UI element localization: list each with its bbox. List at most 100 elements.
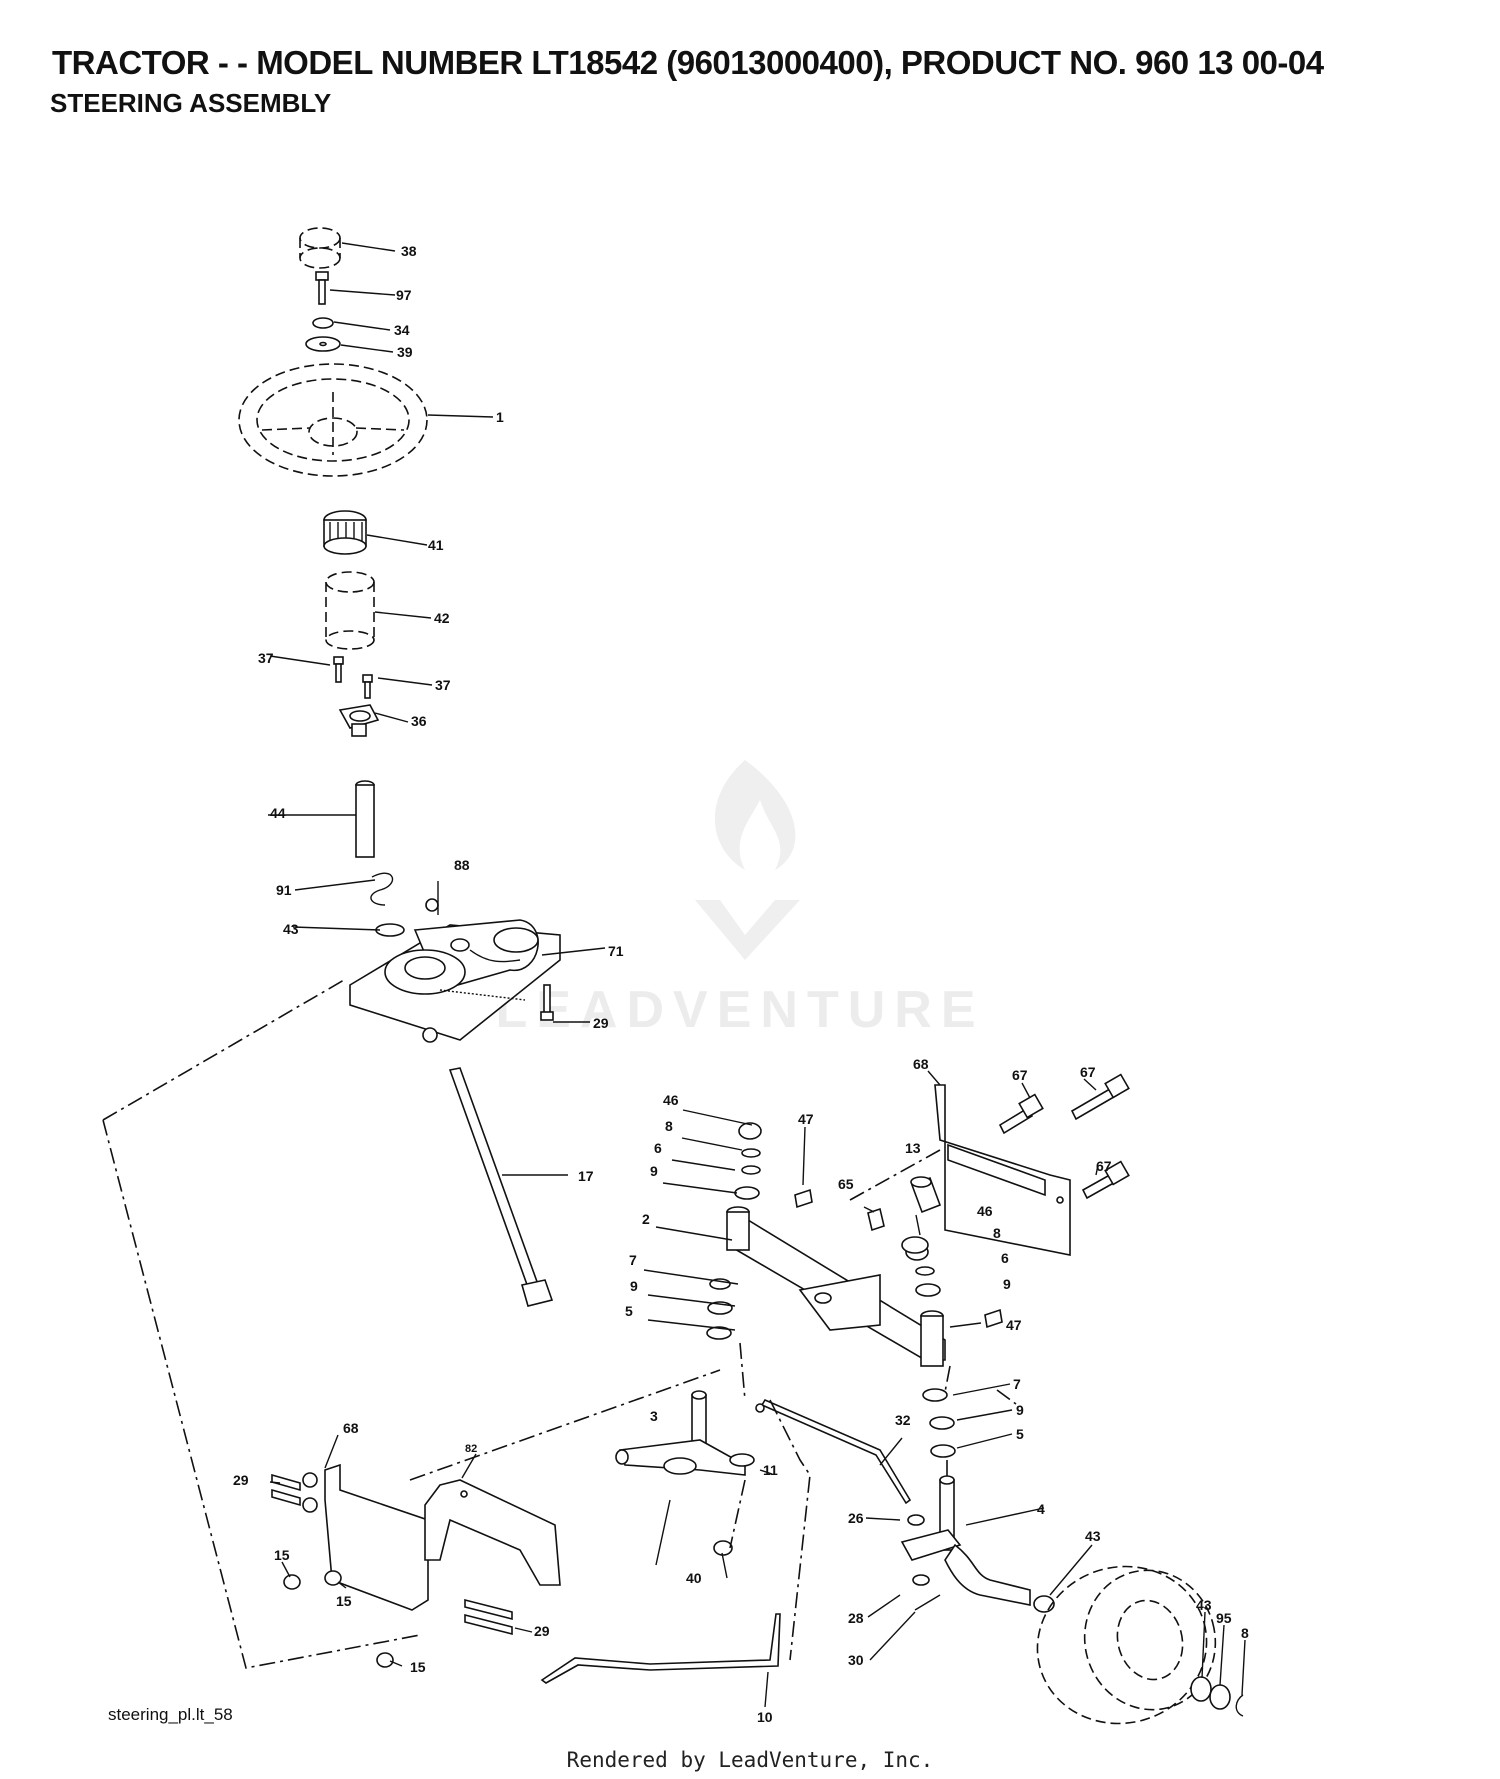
callout-11: 11: [763, 1462, 778, 1478]
callout-65: 65: [838, 1176, 854, 1192]
leader-lines: [268, 242, 1246, 1708]
clip-91: [370, 872, 394, 906]
nut-88: [450, 938, 470, 952]
boot-42: [325, 571, 375, 650]
callout-44: 44: [270, 805, 286, 821]
callout-13: 13: [905, 1140, 921, 1156]
callout-8-right: 8: [993, 1225, 1001, 1241]
callout-3: 3: [650, 1408, 658, 1424]
callout-9-top-right: 9: [1003, 1276, 1011, 1292]
screws-37: [333, 656, 373, 699]
callout-32: 32: [895, 1412, 911, 1428]
axle-washers-left: [706, 1122, 762, 1340]
callout-15-c: 15: [410, 1659, 426, 1675]
phantom-line-right: [944, 1365, 1017, 1480]
adapter-41: [323, 510, 367, 555]
callout-8-wheel: 8: [1241, 1625, 1249, 1641]
bolt-97: [315, 271, 329, 305]
callout-30: 30: [848, 1652, 864, 1668]
callout-82: 82: [465, 1443, 477, 1455]
spacer-13: [910, 1176, 942, 1214]
callout-36: 36: [411, 713, 427, 729]
bolts-29-lower: [271, 1473, 513, 1636]
callout-43-wheel: 43: [1196, 1597, 1212, 1613]
callout-71: 71: [608, 943, 624, 959]
nut-40: [713, 1540, 733, 1556]
callout-5-right: 5: [1016, 1426, 1024, 1442]
watermark-text: LEADVENTURE: [495, 981, 985, 1039]
cap-38: [299, 227, 341, 269]
axle-2: [726, 1206, 946, 1367]
gear-box-71: [349, 898, 561, 1043]
page-title: TRACTOR - - MODEL NUMBER LT18542 (960130…: [52, 44, 1324, 81]
bracket-68-left: [302, 1463, 429, 1611]
callout-7-left: 7: [629, 1252, 637, 1268]
bracket-82: [424, 1479, 561, 1586]
washer-39: [305, 336, 341, 352]
callout-46-left: 46: [663, 1092, 679, 1108]
callout-1: 1: [496, 409, 504, 425]
page-subtitle: STEERING ASSEMBLY: [50, 88, 332, 118]
callout-91: 91: [276, 882, 292, 898]
callout-26: 26: [848, 1510, 864, 1526]
callout-40: 40: [686, 1570, 702, 1586]
callout-29-lower: 29: [534, 1623, 550, 1639]
callout-6-right: 6: [1001, 1250, 1009, 1266]
callout-88: 88: [454, 857, 470, 873]
cap-46-right: [901, 1236, 929, 1254]
callout-67-c: 67: [1096, 1158, 1112, 1174]
washer-28: [912, 1574, 930, 1586]
washer-34: [312, 317, 334, 329]
callout-9-left: 9: [630, 1278, 638, 1294]
spindle-3: [615, 1390, 746, 1476]
callout-95: 95: [1216, 1610, 1232, 1626]
callout-5-left: 5: [625, 1303, 633, 1319]
washer-26: [907, 1514, 925, 1526]
bracket-68-right: [934, 1084, 1071, 1256]
callout-8-left: 8: [665, 1118, 673, 1134]
callout-2: 2: [642, 1211, 650, 1227]
callout-15-b: 15: [336, 1593, 352, 1609]
tie-rod-10: [540, 1613, 781, 1684]
washer-11: [729, 1453, 755, 1467]
callout-68-right: 68: [913, 1056, 929, 1072]
callout-17: 17: [578, 1168, 594, 1184]
watermark-logo: [695, 760, 800, 960]
callout-41: 41: [428, 537, 444, 553]
nuts-15: [283, 1570, 394, 1668]
steering-wheel-1: [238, 363, 428, 477]
callout-97: 97: [396, 287, 412, 303]
callout-29-gear: 29: [593, 1015, 609, 1031]
callout-9-right: 9: [1016, 1402, 1024, 1418]
callout-43-upper: 43: [283, 921, 299, 937]
bushing-36: [338, 704, 380, 737]
callout-4: 4: [1037, 1501, 1045, 1517]
callout-38: 38: [401, 243, 417, 259]
callout-39: 39: [397, 344, 413, 360]
callout-37-left: 37: [258, 650, 274, 666]
callout-67-a: 67: [1012, 1067, 1028, 1083]
bolts-67: [998, 1073, 1130, 1200]
bolt-29-gear: [540, 984, 554, 1021]
pin-65: [867, 1207, 885, 1232]
callout-28: 28: [848, 1610, 864, 1626]
callout-47-left: 47: [798, 1111, 814, 1127]
washer-43-upper: [375, 923, 405, 937]
grease-fittings-47: [794, 1188, 1003, 1329]
callout-10: 10: [757, 1709, 773, 1725]
callout-9-top-left: 9: [650, 1163, 658, 1179]
callout-43-spindle: 43: [1085, 1528, 1101, 1544]
steering-shaft-17: [448, 1067, 554, 1307]
callout-labels: 38 97 34 39 1 41 42 37 37 36 44 91 88 43…: [233, 243, 1249, 1725]
drag-link-32: [755, 1398, 912, 1505]
diagram-filename: steering_pl.lt_58: [108, 1705, 233, 1724]
wheel: [1033, 1565, 1244, 1725]
callout-6-left: 6: [654, 1140, 662, 1156]
callout-46-right: 46: [977, 1203, 993, 1219]
callout-68-left: 68: [343, 1420, 359, 1436]
spindle-4: [900, 1475, 1031, 1606]
callout-37-right: 37: [435, 677, 451, 693]
callout-47-right: 47: [1006, 1317, 1022, 1333]
footer-credit: Rendered by LeadVenture, Inc.: [566, 1748, 934, 1772]
callout-67-b: 67: [1080, 1064, 1096, 1080]
